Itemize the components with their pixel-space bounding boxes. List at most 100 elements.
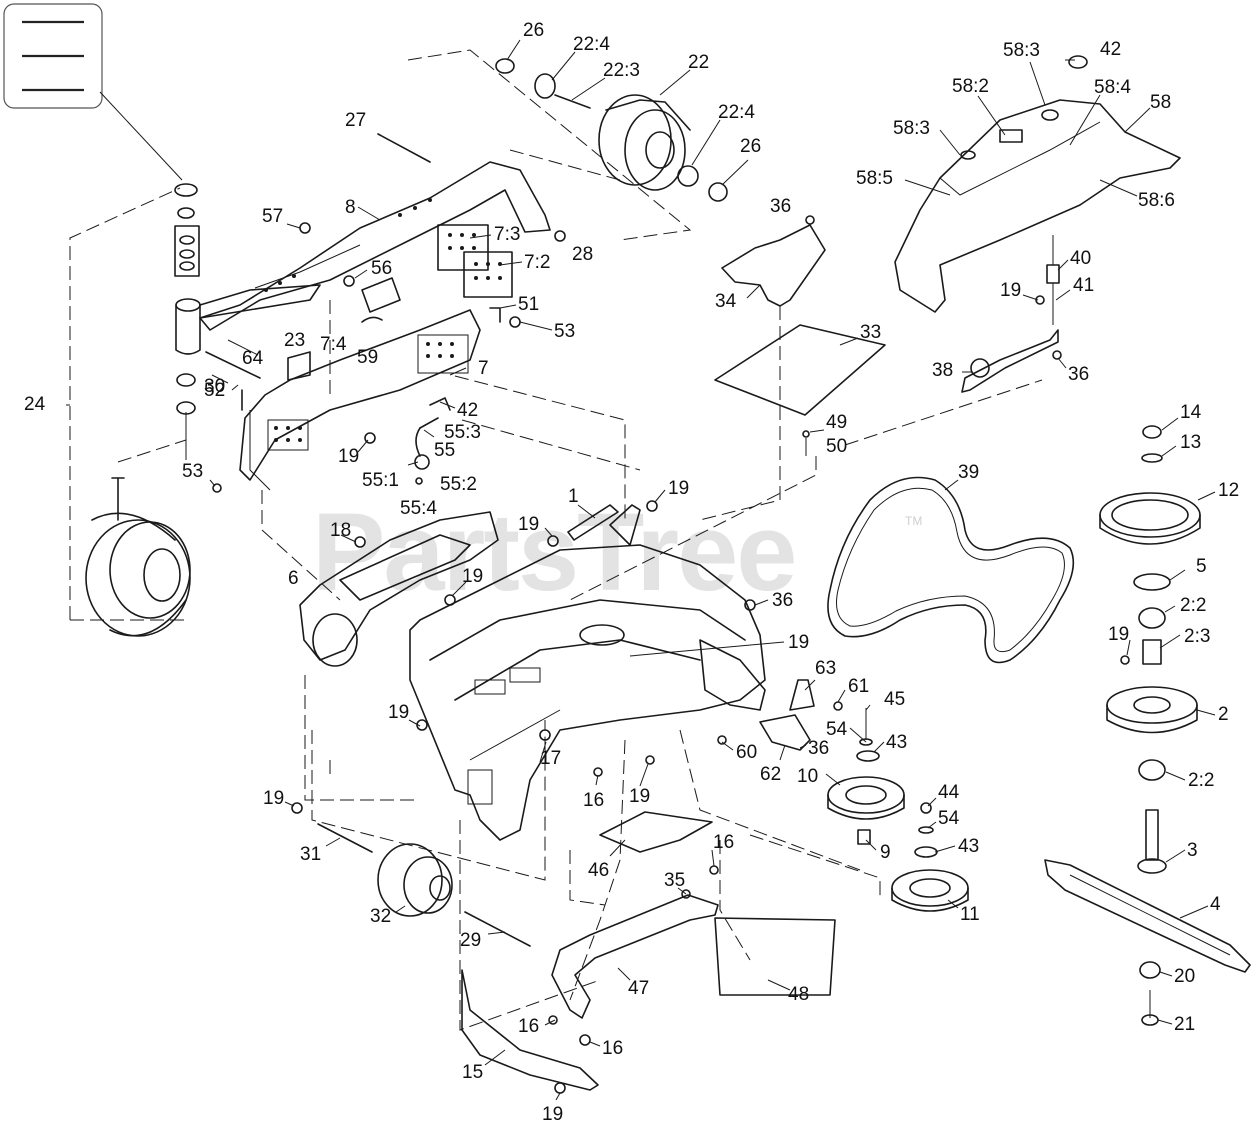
callout-label: 16 xyxy=(713,832,734,853)
callout-label: 22:4 xyxy=(718,102,755,123)
callout-label: 23 xyxy=(284,330,305,351)
callout-label: 35 xyxy=(664,870,685,891)
callout-label: 58:2 xyxy=(952,76,989,97)
belt-shields xyxy=(461,889,836,1094)
anti-scalp-rollers xyxy=(291,802,531,947)
callout-label: 36 xyxy=(1068,364,1089,385)
callout-label: 19 xyxy=(668,478,689,499)
callout-label: 22 xyxy=(688,52,709,73)
callout-label: 39 xyxy=(958,462,979,483)
callout-label: 21 xyxy=(1174,1014,1195,1035)
idler-pulleys xyxy=(749,679,969,912)
callout-label: 2 xyxy=(1218,704,1229,725)
callout-label: 55:4 xyxy=(400,498,437,519)
callout-label: 58:6 xyxy=(1138,190,1175,211)
callout-label: 58 xyxy=(1150,92,1171,113)
callout-label: 52 xyxy=(204,380,225,401)
callout-label: 58:5 xyxy=(856,168,893,189)
callout-label: 34 xyxy=(715,291,737,312)
callout-label: 36 xyxy=(770,196,791,217)
callout-label: 55:3 xyxy=(444,422,481,443)
callout-label: 42 xyxy=(1100,39,1121,60)
spindle-assembly xyxy=(1044,425,1251,1026)
callout-label: 45 xyxy=(884,689,905,710)
callout-label: 16 xyxy=(583,790,604,811)
drive-belt xyxy=(827,476,1075,664)
callout-label: 55:2 xyxy=(440,474,477,495)
callout-label: 58:4 xyxy=(1094,77,1131,98)
callout-label: 55:1 xyxy=(362,470,399,491)
callout-label: 48 xyxy=(788,984,809,1005)
callout-label: 29 xyxy=(460,930,481,951)
watermark-trademark: TM xyxy=(905,514,922,528)
callout-label: 3 xyxy=(1187,840,1198,861)
callout-label: 26 xyxy=(740,136,761,157)
callout-label: 16 xyxy=(518,1016,539,1037)
callout-label: 36 xyxy=(808,738,829,759)
callout-label: 8 xyxy=(345,197,356,218)
callout-label: 2:3 xyxy=(1184,626,1210,647)
callout-label: 56 xyxy=(371,258,392,279)
callout-label: 20 xyxy=(1174,966,1195,987)
callout-label: 19 xyxy=(462,566,483,587)
callout-label: 42 xyxy=(457,400,478,421)
callout-label: 61 xyxy=(848,676,869,697)
callout-label: 31 xyxy=(300,844,321,865)
callout-label: 2:2 xyxy=(1180,595,1206,616)
callout-label: 5 xyxy=(1196,556,1207,577)
callout-label: 43 xyxy=(958,836,979,857)
callout-label: 30 xyxy=(204,376,225,397)
callout-label: 19 xyxy=(338,446,359,467)
callout-label: 62 xyxy=(760,764,781,785)
callout-label: 19 xyxy=(542,1104,563,1125)
callout-label: 19 xyxy=(1000,280,1021,301)
callout-label: 41 xyxy=(1073,275,1094,296)
callout-label: 7 xyxy=(478,358,489,379)
callout-label: 26 xyxy=(523,20,544,41)
callout-label: 49 xyxy=(826,412,847,433)
callout-label: 44 xyxy=(938,782,960,803)
callout-label: 27 xyxy=(345,110,366,131)
callout-label: 7:4 xyxy=(320,334,347,355)
callout-label: 51 xyxy=(518,294,539,315)
deck-cover xyxy=(894,55,1181,393)
callout-label: 53 xyxy=(554,321,575,342)
callout-label: 53 xyxy=(182,461,203,482)
callout-label: 40 xyxy=(1070,248,1091,269)
menu-button[interactable] xyxy=(3,3,103,109)
callout-label: 33 xyxy=(860,322,881,343)
callout-label: 19 xyxy=(388,702,409,723)
callout-label: 54 xyxy=(826,719,848,740)
callout-label: 58:3 xyxy=(1003,40,1040,61)
hamburger-menu-icon xyxy=(22,20,84,92)
callout-label: 10 xyxy=(797,766,818,787)
callout-label: 19 xyxy=(1108,624,1129,645)
callout-label: 36 xyxy=(772,590,793,611)
callout-label: 32 xyxy=(370,906,391,927)
callout-label: 15 xyxy=(462,1062,483,1083)
callout-label: 19 xyxy=(263,788,284,809)
callout-label: 59 xyxy=(357,347,378,368)
callout-label: 7:3 xyxy=(494,224,520,245)
belt-cover-bracket xyxy=(569,215,1043,601)
callout-label: 43 xyxy=(886,732,907,753)
deck-housing xyxy=(299,500,861,1031)
callout-label: 28 xyxy=(572,244,593,265)
callout-label: 7:2 xyxy=(524,252,550,273)
callout-label: 14 xyxy=(1180,402,1202,423)
callout-label: 54 xyxy=(938,808,960,829)
callout-label: 11 xyxy=(960,904,980,925)
callout-label: 64 xyxy=(242,348,264,369)
callout-label: 6 xyxy=(288,568,299,589)
callout-label: 17 xyxy=(540,748,561,769)
callout-leaders xyxy=(66,39,1216,1101)
callout-label: 16 xyxy=(602,1038,623,1059)
callout-label: 47 xyxy=(628,978,649,999)
callout-label: 22:3 xyxy=(603,60,640,81)
callout-labels: 26 22:4 22:3 22 22:4 26 27 8 57 28 7:3 7… xyxy=(24,20,1239,1125)
callout-label: 2:2 xyxy=(1188,770,1214,791)
deck-lift-frame xyxy=(199,49,692,601)
caster-wheel-assembly xyxy=(69,183,321,637)
callout-label: 1 xyxy=(568,486,579,507)
callout-label: 9 xyxy=(880,842,891,863)
